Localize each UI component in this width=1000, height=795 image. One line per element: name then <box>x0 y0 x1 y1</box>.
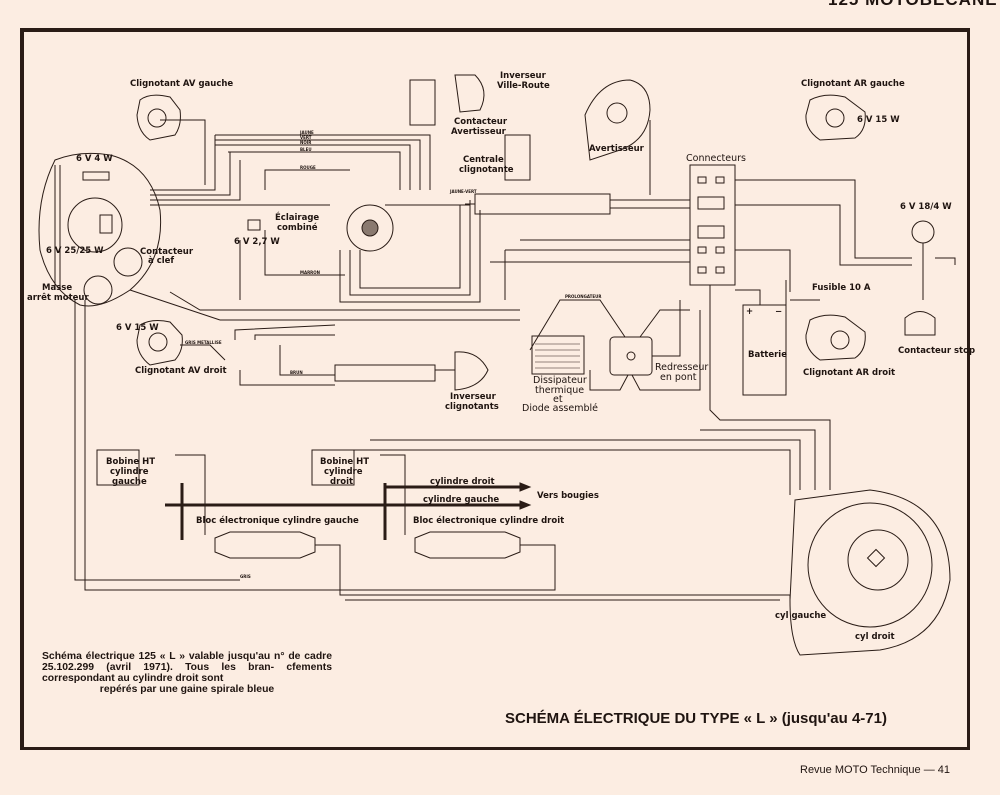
label-bloc-droit: Bloc électronique cylindre droit <box>413 516 565 526</box>
label-clignotant-av-droit: Clignotant AV droit <box>135 366 227 376</box>
wire-label-vert: VERT <box>300 135 312 140</box>
label-bobine-gauche-2: cylindre <box>110 467 149 477</box>
diagram-title: SCHÉMA ÉLECTRIQUE DU TYPE « L » (jusqu'a… <box>505 710 887 727</box>
wire-label-bleu: BLEU <box>300 147 312 152</box>
label-cyl-droit: cyl droit <box>855 632 895 642</box>
label-eclairage-rating: 6 V 2,7 W <box>234 237 280 247</box>
wire-label-gris: GRIS <box>240 574 251 579</box>
label-cylindre-droit: cylindre droit <box>430 477 495 487</box>
label-eclairage-combine-1: Éclairage <box>275 213 320 223</box>
wire-labels: JAUNE VERT NOIR BLEU ROUGE MARRON JAUNE-… <box>185 130 601 579</box>
label-dissipateur-2: thermique <box>535 385 585 396</box>
label-avertisseur: Avertisseur <box>589 144 644 154</box>
label-contacteur-cle-1: Contacteur <box>140 247 194 257</box>
wire-label-jaune: JAUNE <box>299 130 314 135</box>
label-batterie-minus: − <box>775 307 783 317</box>
caption-line: cfements correspondant au cylindre droit… <box>42 662 332 684</box>
caption-line: Schéma électrique 125 « L » valable jusq… <box>42 651 285 662</box>
bloc-electronique-droit-icon <box>414 531 521 559</box>
bobine-ht-gauche-icon <box>96 449 140 486</box>
label-redresseur-2: en pont <box>660 372 697 383</box>
bloc-electronique-gauche-icon <box>214 531 316 559</box>
bobine-ht-droit-icon <box>311 449 355 486</box>
wire-label-prolongateur: PROLONGATEUR <box>565 294 601 299</box>
ignition-switch-icon <box>113 247 143 277</box>
label-dissipateur-1: Dissipateur <box>533 375 587 386</box>
label-dissipateur-3: et <box>553 394 563 405</box>
clignotant-av-gauche-icon <box>136 94 181 141</box>
label-batterie-plus: + <box>746 307 754 317</box>
label-ar-gauche-rating: 6 V 15 W <box>857 115 900 125</box>
label-cyl-gauche: cyl gauche <box>775 611 827 621</box>
label-dissipateur-4: Diode assemblé <box>522 403 598 414</box>
clignotant-ar-gauche-icon <box>805 94 866 141</box>
magazine-header-title: 125 MOTOBÉCANE <box>828 0 998 10</box>
label-redresseur-1: Redresseur <box>655 362 709 373</box>
caption-last-line: repérés par une gaine spirale bleue <box>99 684 275 695</box>
diagram-frame <box>20 28 970 750</box>
page-footer: Revue MOTO Technique — 41 <box>800 764 951 776</box>
label-cylindre-gauche: cylindre gauche <box>423 495 500 505</box>
redresseur-icon <box>609 336 653 376</box>
label-contacteur-cle-2: à clef <box>148 256 175 266</box>
wire-label-rouge: ROUGE <box>300 165 316 170</box>
contacteur-stop-icon <box>904 311 936 336</box>
label-fusible: Fusible 10 A <box>812 283 871 293</box>
label-av-droit-rating: 6 V 15 W <box>116 323 159 333</box>
label-bloc-gauche: Bloc électronique cylindre gauche <box>196 516 359 526</box>
batterie-icon <box>742 304 787 396</box>
label-phare-rating: 6 V 25/25 W <box>46 246 104 256</box>
dissipateur-icon <box>531 335 585 375</box>
diagram-caption: Schéma électrique 125 « L » valable jusq… <box>42 651 332 695</box>
eclairage-combine-switch-icon <box>346 204 394 252</box>
label-eclairage-combine-2: combiné <box>277 223 318 233</box>
wire-label-noir: NOIR <box>300 140 311 145</box>
clignotant-av-droit-icon <box>136 320 183 366</box>
label-bobine-droit-3: droit <box>330 477 354 487</box>
label-connecteurs: Connecteurs <box>686 153 747 164</box>
label-inverseur-ville-route-1: Inverseur <box>500 71 546 81</box>
label-contacteur-stop: Contacteur stop <box>898 346 976 356</box>
label-inverseur-ville-route-2: Ville-Route <box>497 81 550 91</box>
avertisseur-icon <box>584 79 651 161</box>
label-feu-ar-rating: 6 V 18/4 W <box>900 202 952 212</box>
label-bobine-droit-2: cylindre <box>324 467 363 477</box>
label-centrale-clignotante-1: Centrale <box>463 155 504 165</box>
label-contacteur-avertisseur-2: Avertisseur <box>451 127 506 137</box>
masse-arret-icon <box>83 275 113 305</box>
caption-line: de cadre 25.102.299 (avril 1971). Tous l… <box>42 651 332 673</box>
label-vers-bougies: Vers bougies <box>537 491 599 501</box>
label-centrale-clignotante-2: clignotante <box>459 165 514 175</box>
veilleuse-bulb-icon <box>82 171 110 181</box>
label-bobine-droit-1: Bobine HT <box>320 457 370 467</box>
wire-label-brun: BRUN <box>290 370 303 375</box>
alternateur-icon <box>789 489 951 656</box>
label-contacteur-avertisseur-1: Contacteur <box>454 117 508 127</box>
label-inverseur-clignotants-1: Inverseur <box>450 392 496 402</box>
wire-label-jaune-vert: JAUNE-VERT <box>449 189 477 194</box>
label-inverseur-clignotants-2: clignotants <box>445 402 499 412</box>
label-clignotant-av-gauche: Clignotant AV gauche <box>130 79 234 89</box>
wire-label-gris-metallise: GRIS METALLISE <box>185 340 222 345</box>
label-bobine-gauche-3: gauche <box>112 477 147 487</box>
clignotant-ar-droit-icon <box>805 314 866 361</box>
wire-label-marron: MARRON <box>300 270 320 275</box>
label-batterie: Batterie <box>748 350 787 360</box>
feu-arriere-bulb-icon <box>911 220 935 244</box>
connecteurs-box <box>689 164 736 286</box>
central-harness-bar <box>474 193 611 215</box>
label-clignotant-ar-gauche: Clignotant AR gauche <box>801 79 905 89</box>
contacteur-avertisseur-icon <box>454 74 485 113</box>
label-clignotant-ar-droit: Clignotant AR droit <box>803 368 896 378</box>
inverseur-ville-route-box <box>409 79 436 126</box>
inverseur-clignotants-icon <box>454 351 489 391</box>
label-bobine-gauche-1: Bobine HT <box>106 457 156 467</box>
label-masse-arret-2: arrêt moteur <box>27 293 89 303</box>
centrale-clignotante-box <box>504 134 531 181</box>
label-masse-arret-1: Masse <box>42 283 73 293</box>
harness-bar-av <box>334 364 436 382</box>
label-veilleuse-rating: 6 V 4 W <box>76 154 113 164</box>
